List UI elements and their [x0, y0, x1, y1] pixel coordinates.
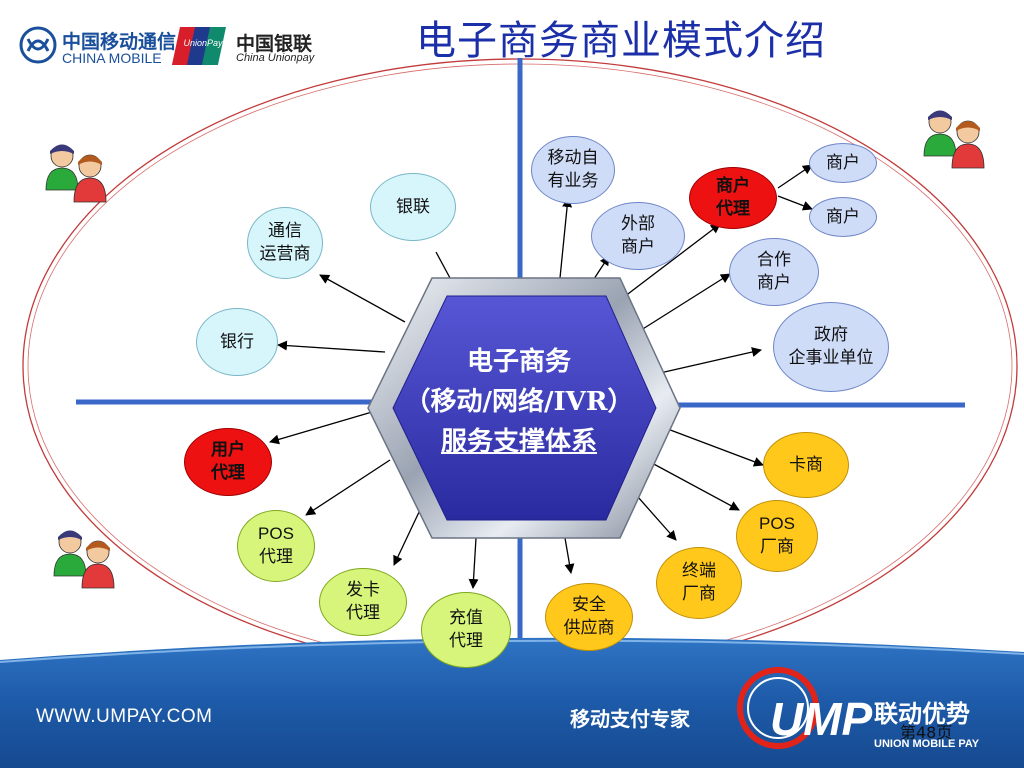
node-card-issuing-agent: 发卡 代理 [319, 568, 407, 636]
footer-brand-cn: 联动优势 [874, 700, 970, 728]
center-hub-line3: 服务支撑体系 [440, 427, 597, 457]
node-recharge-agent: 充值 代理 [421, 592, 511, 668]
footer-brand-en: UNION MOBILE PAY [874, 738, 980, 750]
node-merchant-2: 商户 [809, 197, 877, 237]
footer-slogan: 移动支付专家 [570, 707, 690, 731]
china-mobile-logo-cn: 中国移动通信 [62, 31, 177, 53]
footer-brand-ump: UMP [770, 693, 873, 745]
center-hub-text: 电子商务 （移动/网络/IVR） 服务支撑体系 [378, 342, 660, 462]
node-telecom-operator: 通信 运营商 [247, 207, 323, 279]
center-hub-line2: （移动/网络/IVR） [404, 387, 634, 417]
unionpay-logo-badge: UnionPay [183, 38, 223, 48]
people-icon [45, 144, 107, 203]
node-pos-manufacturer: POS 厂商 [736, 500, 818, 572]
node-external-merchant: 外部 商户 [591, 202, 685, 270]
node-user-agent: 用户 代理 [184, 428, 272, 496]
node-terminal-manufacturer: 终端 厂商 [656, 547, 742, 619]
footer-highlight [0, 639, 1024, 663]
page-number: 第48页 [900, 723, 953, 742]
node-mobile-self-business: 移动自 有业务 [531, 136, 615, 204]
node-merchant-agent: 商户 代理 [689, 167, 777, 229]
ump-logo-ring [737, 667, 819, 749]
node-bank: 银行 [196, 308, 278, 376]
node-merchant-1: 商户 [809, 143, 877, 183]
page-title: 电子商务商业模式介绍 [416, 18, 826, 64]
node-government-enterprise: 政府 企事业单位 [773, 302, 889, 392]
people-icon [53, 530, 115, 589]
node-security-supplier: 安全 供应商 [545, 583, 633, 651]
center-hub-line1: 电子商务 [466, 347, 571, 377]
china-mobile-logo-en: CHINA MOBILE [62, 50, 162, 66]
hexagon-core [392, 295, 657, 521]
node-card-dealer: 卡商 [763, 432, 849, 498]
node-unionpay: 银联 [370, 173, 456, 241]
people-icon [923, 110, 985, 169]
node-cooperating-merchant: 合作 商户 [729, 238, 819, 306]
ump-logo-ring-inner [747, 677, 809, 739]
unionpay-logo-en: China Unionpay [236, 52, 315, 64]
node-pos-agent: POS 代理 [237, 510, 315, 582]
unionpay-logo-cn: 中国银联 [236, 33, 313, 55]
unionpay-logo-icon [171, 27, 226, 65]
china-mobile-logo-icon [19, 26, 57, 64]
footer-url: WWW.UMPAY.COM [36, 706, 213, 727]
